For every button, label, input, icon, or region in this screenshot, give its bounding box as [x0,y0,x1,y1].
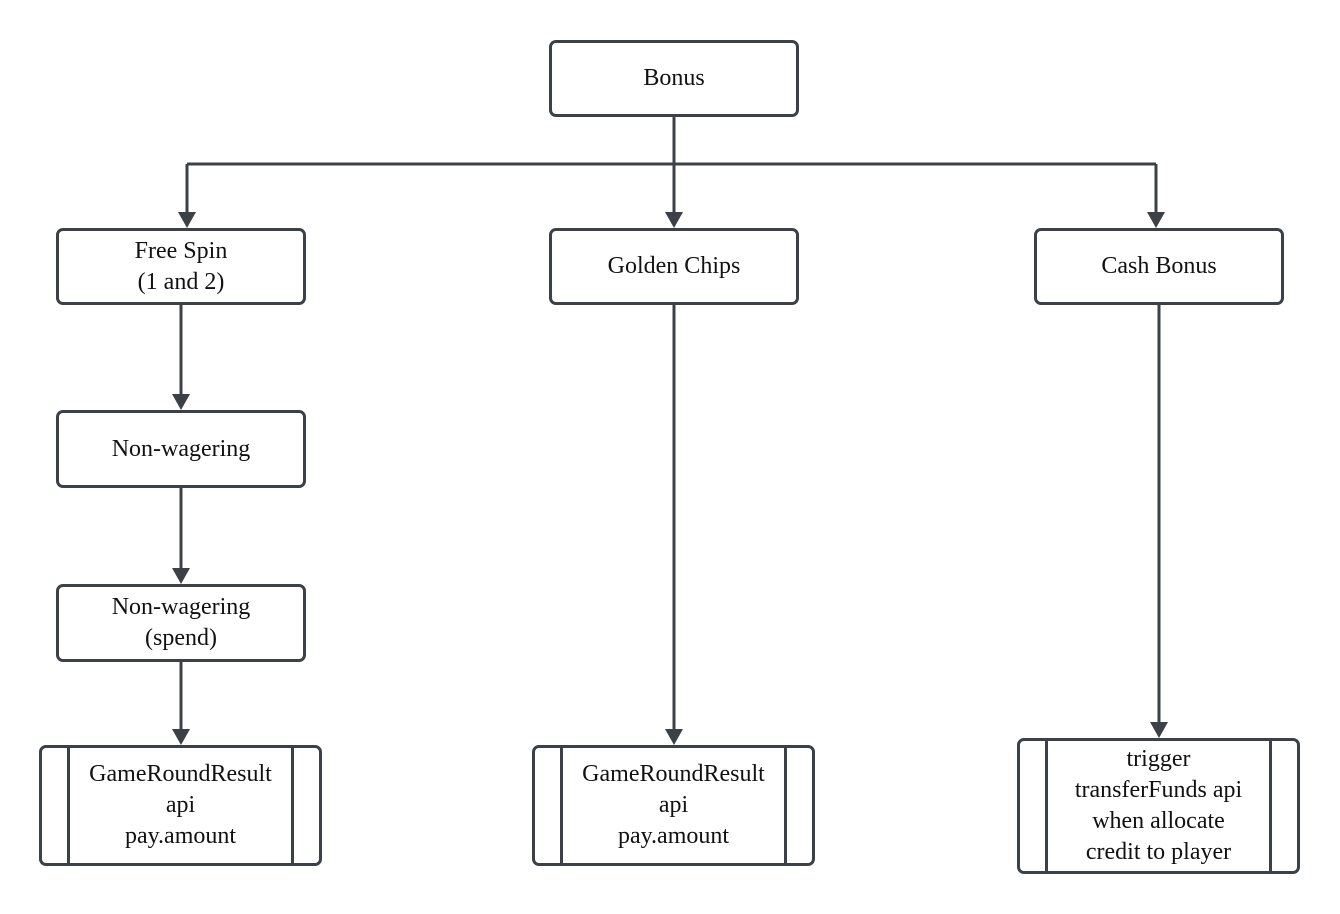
node-cash-bonus-result: trigger transferFunds api when allocate … [1017,738,1300,874]
node-cash-bonus: Cash Bonus [1034,228,1284,305]
process-bar-right [291,748,294,863]
node-non-wagering-label: Non-wagering [111,435,251,462]
node-cash-bonus-result-line-1: trigger [1126,746,1191,772]
node-free-spin-line-2: (1 and 2) [137,268,225,295]
node-golden-chips: Golden Chips [549,228,799,305]
node-golden-chips-result-line-1: GameRoundResult [582,761,765,787]
node-cash-bonus-result-line-2: transferFunds api [1074,777,1243,803]
node-non-wagering-spend-line-2: (spend) [145,625,217,651]
node-bonus: Bonus [549,40,799,117]
arrowhead-cash-bonus [1147,212,1165,228]
node-free-spin-line-1: Free Spin [134,237,228,264]
node-golden-chips-result-line-3: pay.amount [617,823,730,849]
arrowhead-free-spin-result [172,729,190,745]
node-non-wagering: Non-wagering [56,410,306,488]
node-free-spin-result-line-2: api [165,792,196,818]
arrowhead-cash-bonus-result [1150,722,1168,738]
process-bar-left [67,748,70,863]
process-bar-right [784,748,787,863]
arrowhead-non-wagering [172,394,190,410]
node-cash-bonus-label: Cash Bonus [1101,253,1217,279]
node-bonus-label: Bonus [643,65,705,91]
node-non-wagering-spend: Non-wagering (spend) [56,584,306,662]
arrowhead-non-wagering-spend [172,568,190,584]
node-free-spin-result-line-3: pay.amount [124,823,237,849]
node-non-wagering-spend-line-1: Non-wagering [111,594,251,620]
arrowhead-free-spin [178,212,196,228]
node-golden-chips-result: GameRoundResult api pay.amount [532,745,815,866]
process-bar-left [560,748,563,863]
node-free-spin-result: GameRoundResult api pay.amount [39,745,322,866]
arrowhead-golden-chips [665,212,683,228]
node-free-spin-result-line-1: GameRoundResult [89,761,272,787]
node-cash-bonus-result-line-3: when allocate [1092,808,1225,834]
arrowhead-golden-chips-result [665,729,683,745]
process-bar-right [1269,741,1272,871]
node-cash-bonus-result-line-4: credit to player [1085,839,1232,865]
node-golden-chips-label: Golden Chips [607,253,741,279]
process-bar-left [1045,741,1048,871]
node-golden-chips-result-line-2: api [658,792,689,818]
node-free-spin: Free Spin (1 and 2) [56,228,306,305]
